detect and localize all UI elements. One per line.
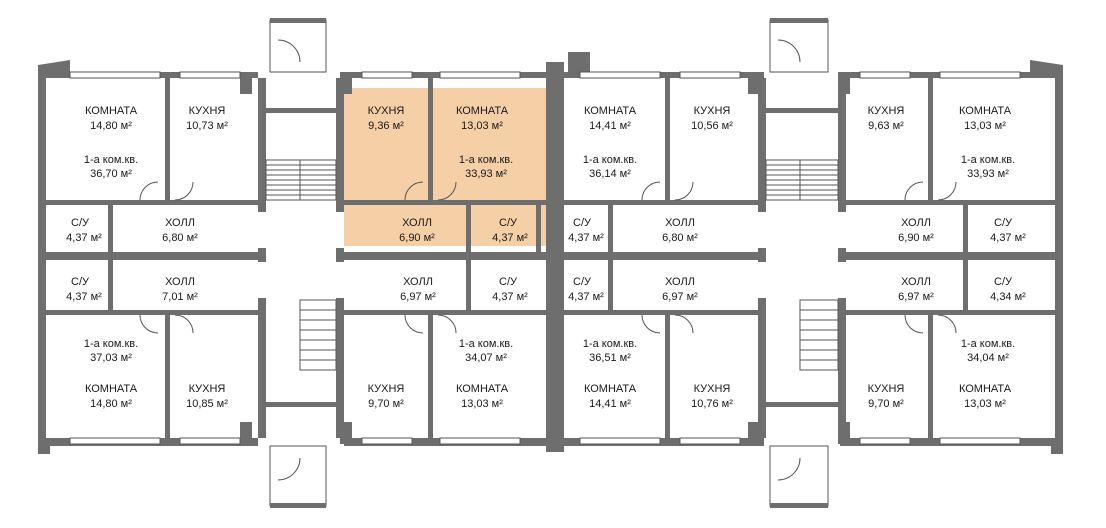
hall-label: ХОЛЛ	[901, 217, 931, 229]
hall-area: 7,01 м²	[162, 291, 198, 303]
apartment-a2[interactable]: КУХНЯ 9,36 м² КОМНАТА 13,03 м² 1-а ком.к…	[368, 105, 529, 244]
apartment-total-area: 37,03 м²	[90, 352, 132, 364]
hall-area: 6,97 м²	[662, 291, 698, 303]
room-area: 13,03 м²	[964, 120, 1006, 132]
bathroom-area: 4,37 м²	[568, 232, 604, 244]
bathroom-label: С/У	[994, 276, 1013, 288]
kitchen-area: 10,85 м²	[186, 398, 228, 410]
kitchen-area: 9,70 м²	[868, 398, 904, 410]
hall-label: ХОЛЛ	[165, 217, 195, 229]
kitchen-label: КУХНЯ	[694, 383, 731, 395]
apartment-total-area: 36,14 м²	[589, 168, 631, 180]
room-label: КОМНАТА	[959, 105, 1012, 117]
bathroom-label: С/У	[499, 217, 518, 229]
kitchen-label: КУХНЯ	[368, 105, 405, 117]
bathroom-area: 4,34 м²	[990, 291, 1026, 303]
kitchen-label: КУХНЯ	[189, 105, 226, 117]
room-area: 13,03 м²	[461, 120, 503, 132]
apartment-total-area: 34,04 м²	[967, 352, 1009, 364]
room-area: 14,80 м²	[90, 398, 132, 410]
hall-label: ХОЛЛ	[403, 276, 433, 288]
bathroom-label: С/У	[573, 276, 592, 288]
bathroom-label: С/У	[499, 276, 518, 288]
hall-label: ХОЛЛ	[901, 276, 931, 288]
apartment-a1[interactable]: КОМНАТА 14,80 м² КУХНЯ 10,73 м² 1-а ком.…	[66, 105, 228, 244]
room-label: КОМНАТА	[85, 383, 138, 395]
bathroom-label: С/У	[71, 217, 90, 229]
staircase-left	[265, 159, 337, 371]
room-label: КОМНАТА	[456, 105, 509, 117]
kitchen-area: 10,76 м²	[691, 398, 733, 410]
apartment-a3[interactable]: КОМНАТА 14,41 м² КУХНЯ 10,56 м² 1-а ком.…	[568, 105, 733, 244]
highlighted-apartment	[344, 88, 546, 246]
apartment-type: 1-а ком.кв.	[961, 154, 1015, 166]
room-area: 13,03 м²	[461, 398, 503, 410]
bathroom-area: 4,37 м²	[66, 291, 102, 303]
kitchen-label: КУХНЯ	[868, 383, 905, 395]
bathroom-label: С/У	[573, 217, 592, 229]
room-label: КОМНАТА	[584, 383, 637, 395]
hall-area: 6,80 м²	[662, 232, 698, 244]
apartment-type: 1-а ком.кв.	[961, 338, 1015, 350]
inner-walls	[38, 78, 1063, 438]
room-label: КОМНАТА	[584, 105, 637, 117]
room-area: 14,41 м²	[589, 120, 631, 132]
bathroom-area: 4,37 м²	[990, 232, 1026, 244]
kitchen-area: 9,63 м²	[868, 120, 904, 132]
room-label: КОМНАТА	[456, 383, 509, 395]
apartment-b3[interactable]: С/У 4,37 м² ХОЛЛ 6,97 м² 1-а ком.кв. 36,…	[568, 276, 733, 410]
apartment-total-area: 33,93 м²	[967, 168, 1009, 180]
apartment-b1[interactable]: С/У 4,37 м² ХОЛЛ 7,01 м² 1-а ком.кв. 37,…	[66, 276, 228, 410]
room-area: 14,80 м²	[90, 120, 132, 132]
staircase-right	[765, 159, 839, 371]
kitchen-area: 9,70 м²	[368, 398, 404, 410]
door-swings	[139, 181, 957, 334]
hall-area: 6,97 м²	[400, 291, 436, 303]
room-area: 13,03 м²	[964, 398, 1006, 410]
apartment-b4[interactable]: ХОЛЛ 6,97 м² С/У 4,34 м² 1-а ком.кв. 34,…	[868, 276, 1027, 410]
apartment-type: 1-а ком.кв.	[459, 154, 513, 166]
hall-area: 6,90 м²	[399, 232, 435, 244]
kitchen-area: 10,56 м²	[691, 120, 733, 132]
apartment-b2[interactable]: ХОЛЛ 6,97 м² С/У 4,37 м² 1-а ком.кв. 34,…	[368, 276, 529, 410]
entrance-porches	[269, 18, 829, 508]
room-label: КОМНАТА	[85, 105, 138, 117]
apartment-total-area: 33,93 м²	[465, 168, 507, 180]
apartment-a4[interactable]: КУХНЯ 9,63 м² КОМНАТА 13,03 м² 1-а ком.к…	[868, 105, 1027, 244]
kitchen-label: КУХНЯ	[868, 105, 905, 117]
apartment-type: 1-а ком.кв.	[84, 154, 138, 166]
hall-area: 6,97 м²	[898, 291, 934, 303]
hall-area: 6,90 м²	[898, 232, 934, 244]
hall-area: 6,80 м²	[162, 232, 198, 244]
apartment-type: 1-а ком.кв.	[583, 154, 637, 166]
bathroom-area: 4,37 м²	[66, 232, 102, 244]
hall-label: ХОЛЛ	[402, 217, 432, 229]
apartment-total-area: 36,70 м²	[90, 168, 132, 180]
kitchen-area: 10,73 м²	[186, 120, 228, 132]
hall-label: ХОЛЛ	[665, 276, 695, 288]
hall-label: ХОЛЛ	[165, 276, 195, 288]
bathroom-area: 4,37 м²	[492, 232, 528, 244]
apartment-type: 1-а ком.кв.	[84, 338, 138, 350]
apartment-total-area: 36,51 м²	[589, 352, 631, 364]
apartment-type: 1-а ком.кв.	[583, 338, 637, 350]
kitchen-label: КУХНЯ	[694, 105, 731, 117]
room-label: КОМНАТА	[959, 383, 1012, 395]
bathroom-label: С/У	[994, 217, 1013, 229]
kitchen-label: КУХНЯ	[368, 383, 405, 395]
apartment-total-area: 34,07 м²	[465, 352, 507, 364]
hall-label: ХОЛЛ	[665, 217, 695, 229]
bathroom-label: С/У	[71, 276, 90, 288]
kitchen-area: 9,36 м²	[368, 120, 404, 132]
room-area: 14,41 м²	[589, 398, 631, 410]
kitchen-label: КУХНЯ	[189, 383, 226, 395]
apartment-type: 1-а ком.кв.	[459, 338, 513, 350]
bathroom-area: 4,37 м²	[492, 291, 528, 303]
bathroom-area: 4,37 м²	[568, 291, 604, 303]
